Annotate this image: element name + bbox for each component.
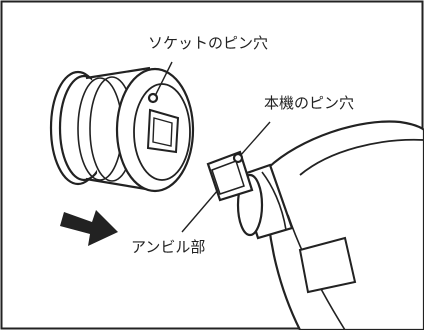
tool-pin-hole-label: 本機のピン穴 bbox=[264, 94, 354, 112]
leader-socket-pin bbox=[154, 61, 173, 97]
socket-illustration bbox=[49, 66, 195, 193]
arrow-right-icon bbox=[60, 210, 118, 246]
anvil-label: アンビル部 bbox=[131, 238, 205, 256]
leader-anvil bbox=[181, 189, 219, 233]
leader-lines bbox=[154, 61, 271, 233]
socket-pin-hole-label: ソケットのピン穴 bbox=[148, 34, 268, 52]
leader-tool-pin bbox=[239, 121, 271, 157]
tool-illustration bbox=[206, 120, 424, 330]
